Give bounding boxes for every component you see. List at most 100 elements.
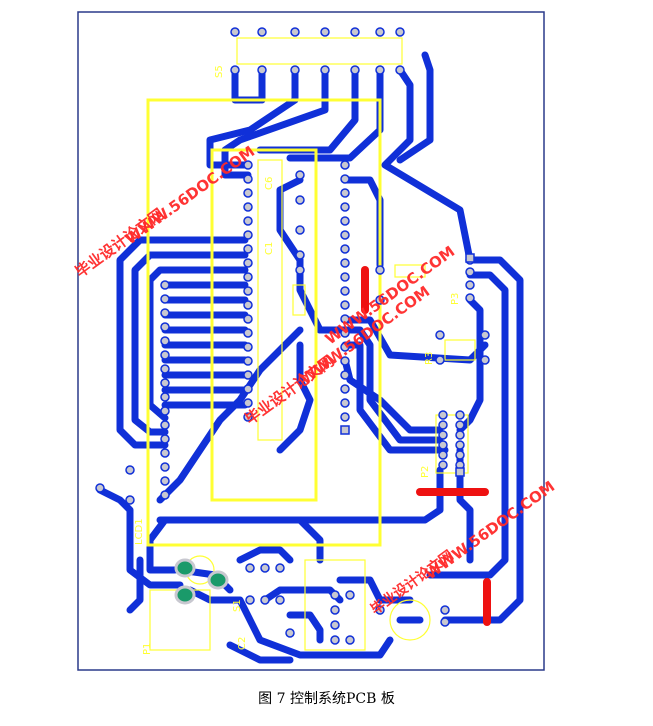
pad	[243, 398, 253, 408]
pad	[243, 216, 253, 226]
pad	[438, 450, 448, 460]
square-pad	[340, 425, 350, 435]
pad	[160, 420, 170, 430]
pad	[160, 406, 170, 416]
pad	[275, 563, 285, 573]
watermark-text: WWW.56DOC.COM	[122, 142, 258, 248]
pad	[440, 617, 450, 627]
pad	[243, 286, 253, 296]
pad	[340, 314, 350, 324]
pad	[243, 258, 253, 268]
pad	[330, 635, 340, 645]
pad	[243, 342, 253, 352]
pad	[243, 272, 253, 282]
label-r3: R3	[424, 352, 435, 365]
pad	[465, 280, 475, 290]
pad	[160, 434, 170, 444]
pad	[243, 328, 253, 338]
pad	[295, 195, 305, 205]
pad	[160, 378, 170, 388]
pad	[330, 590, 340, 600]
pad	[160, 448, 170, 458]
pad	[125, 465, 135, 475]
silkscreen-labels: S5 P3 P2 P1 C1 C2 C6 S1 R3 LCD1	[134, 65, 461, 655]
pad	[340, 286, 350, 296]
pad	[345, 635, 355, 645]
pad	[243, 314, 253, 324]
pad	[243, 202, 253, 212]
pad	[243, 412, 253, 422]
pad	[340, 174, 350, 184]
pad	[243, 300, 253, 310]
pad	[243, 160, 253, 170]
pad	[340, 244, 350, 254]
mounting-pad	[207, 570, 229, 590]
pad	[340, 258, 350, 268]
pad	[375, 265, 385, 275]
pad	[480, 355, 490, 365]
label-c2: C2	[237, 637, 248, 650]
pad	[375, 605, 385, 615]
label-p1: P1	[142, 643, 153, 655]
pad	[340, 356, 350, 366]
pcb-board: S5 P3 P2 P1 C1 C2 C6 S1 R3 LCD1 毕业设计论文网 …	[72, 11, 558, 671]
pad	[340, 202, 350, 212]
pad	[340, 272, 350, 282]
pad	[340, 342, 350, 352]
pad	[295, 250, 305, 260]
pad	[340, 216, 350, 226]
mcu-outline	[210, 148, 318, 502]
pad	[160, 322, 170, 332]
label-s1: S1	[232, 599, 243, 612]
mounting-pad	[174, 585, 196, 605]
pad	[438, 430, 448, 440]
pad	[245, 563, 255, 573]
pad	[340, 230, 350, 240]
pad	[160, 280, 170, 290]
pad	[455, 420, 465, 430]
pad	[395, 65, 405, 75]
pad	[375, 295, 385, 305]
pad	[465, 267, 475, 277]
pad	[350, 27, 360, 37]
pad	[350, 65, 360, 75]
pad	[330, 605, 340, 615]
board-outline	[77, 11, 545, 671]
pad	[125, 495, 135, 505]
pcb-figure: S5 P3 P2 P1 C1 C2 C6 S1 R3 LCD1 毕业设计论文网 …	[72, 11, 558, 671]
pad	[438, 460, 448, 470]
pad	[340, 160, 350, 170]
pad	[95, 483, 105, 493]
pad	[465, 293, 475, 303]
pad	[260, 595, 270, 605]
square-pad	[455, 467, 465, 477]
pad	[440, 605, 450, 615]
pad	[345, 590, 355, 600]
label-c1: C1	[264, 242, 275, 255]
pad	[455, 410, 465, 420]
pad	[340, 188, 350, 198]
figure-caption: 图 7 控制系统PCB 板	[258, 691, 395, 707]
pad	[290, 65, 300, 75]
pad	[230, 65, 240, 75]
pad	[160, 308, 170, 318]
pad	[243, 356, 253, 366]
pad	[438, 420, 448, 430]
pad	[435, 355, 445, 365]
pad	[320, 65, 330, 75]
pad	[290, 27, 300, 37]
pad	[295, 265, 305, 275]
pad	[243, 370, 253, 380]
lcd-outline	[146, 98, 382, 547]
pad	[230, 27, 240, 37]
label-p3: P3	[450, 293, 461, 305]
jumper-wires	[361, 266, 491, 626]
pad	[295, 170, 305, 180]
pad	[480, 330, 490, 340]
pad	[243, 384, 253, 394]
pad	[260, 563, 270, 573]
pad	[243, 188, 253, 198]
pad	[340, 398, 350, 408]
pad	[320, 27, 330, 37]
square-pad	[465, 253, 475, 263]
